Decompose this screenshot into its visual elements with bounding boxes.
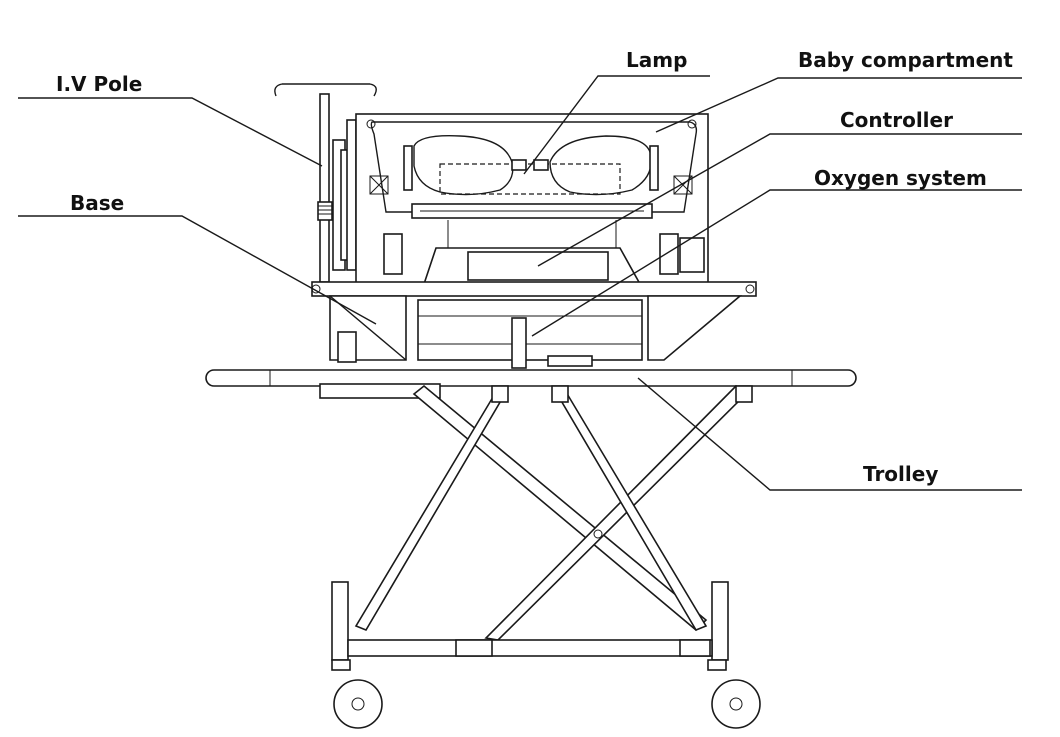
leader-lines [18,75,1022,491]
leader-line-iv-pole [18,97,323,167]
base [311,281,757,363]
leader-line-lamp [523,75,710,175]
label-oxygen-system: Oxygen system [814,166,987,190]
label-base: Base [70,191,125,215]
label-trolley: Trolley [863,462,939,486]
leader-line-baby-compartment [655,77,1022,133]
leader-line-oxygen-system [531,189,1022,337]
iv-pole [274,83,377,283]
label-controller: Controller [840,108,953,132]
leader-line-trolley [637,377,1022,491]
leader-line-base [18,215,377,325]
label-lamp: Lamp [626,48,688,72]
leader-line-controller [537,133,1022,267]
controller [383,220,705,285]
label-iv-pole: I.V Pole [56,72,143,96]
oxygen-system [511,317,593,369]
trolley [205,369,857,729]
label-baby-compartment: Baby compartment [798,48,1013,72]
lamp [439,159,621,195]
side-panel [332,119,357,271]
